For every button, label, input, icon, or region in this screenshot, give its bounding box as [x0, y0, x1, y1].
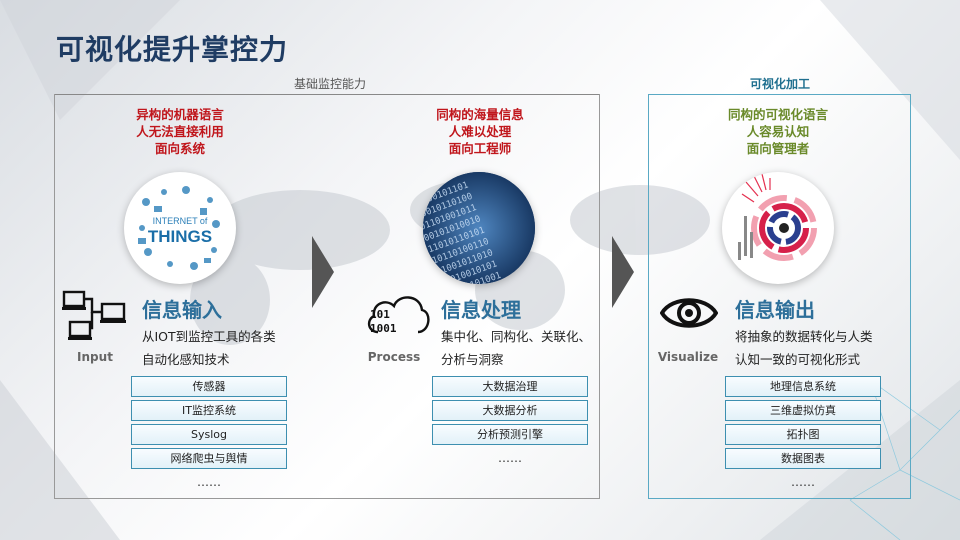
- cloud-binary-icon: 101 1001: [364, 288, 432, 344]
- process-caption: Process: [367, 350, 421, 364]
- input-list: 传感器 IT监控系统 Syslog 网络爬虫与舆情 ……: [131, 376, 287, 492]
- svg-text:THINGS: THINGS: [148, 227, 212, 246]
- binary-data-image: 0110100101101 1010010110100 010110100101…: [423, 172, 535, 284]
- page-title: 可视化提升掌控力: [56, 33, 289, 66]
- bracket-viz-bottom: [648, 498, 911, 499]
- visualize-list: 地理信息系统 三维虚拟仿真 拓扑图 数据图表 ……: [725, 376, 881, 492]
- list-item: Syslog: [131, 424, 287, 445]
- more-ellipsis: ……: [791, 475, 815, 489]
- list-item: 大数据治理: [432, 376, 588, 397]
- group-label-basic: 基础监控能力: [293, 77, 366, 91]
- more-ellipsis: ……: [197, 475, 221, 489]
- more-ellipsis: ……: [498, 451, 522, 465]
- bracket-viz-right: [910, 94, 911, 498]
- svg-text:1001: 1001: [370, 322, 397, 335]
- eye-icon: [659, 290, 719, 340]
- list-item: 分析预测引擎: [432, 424, 588, 445]
- list-item: 传感器: [131, 376, 287, 397]
- network-computers-icon: [62, 290, 128, 346]
- bracket-viz-left: [648, 94, 649, 498]
- list-item: 网络爬虫与舆情: [131, 448, 287, 469]
- column-2-header: 同构的海量信息 人难以处理 面向工程师: [436, 107, 524, 156]
- arrow-right-icon: [312, 236, 334, 308]
- visualize-caption: Visualize: [657, 350, 719, 364]
- list-item: 三维虚拟仿真: [725, 400, 881, 421]
- bracket-basic-bottom: [54, 498, 600, 499]
- input-title: 信息输入: [142, 298, 222, 322]
- list-item: 数据图表: [725, 448, 881, 469]
- input-description: 从IOT到监控工具的各类 自动化感知技术: [142, 329, 276, 367]
- process-title: 信息处理: [441, 298, 521, 322]
- list-item: 地理信息系统: [725, 376, 881, 397]
- visualize-title: 信息输出: [735, 298, 815, 322]
- visualization-image: [722, 172, 834, 284]
- arrow-right-icon: [612, 236, 634, 308]
- group-label-viz: 可视化加工: [749, 77, 810, 91]
- svg-text:101: 101: [370, 308, 390, 321]
- input-caption: Input: [77, 350, 113, 364]
- bracket-basic-right: [599, 94, 600, 498]
- list-item: 拓扑图: [725, 424, 881, 445]
- process-description: 集中化、同构化、关联化、 分析与洞察: [441, 329, 592, 367]
- visualize-description: 将抽象的数据转化与人类 认知一致的可视化形式: [735, 329, 873, 367]
- list-item: IT监控系统: [131, 400, 287, 421]
- iot-image: INTERNET of THINGS: [124, 172, 236, 284]
- list-item: 大数据分析: [432, 400, 588, 421]
- process-list: 大数据治理 大数据分析 分析预测引擎 ……: [432, 376, 588, 468]
- column-3-header: 同构的可视化语言 人容易认知 面向管理者: [727, 107, 828, 156]
- bracket-basic-left: [54, 94, 55, 498]
- column-1-header: 异构的机器语言 人无法直接利用 面向系统: [136, 107, 224, 156]
- svg-text:INTERNET of: INTERNET of: [153, 216, 208, 226]
